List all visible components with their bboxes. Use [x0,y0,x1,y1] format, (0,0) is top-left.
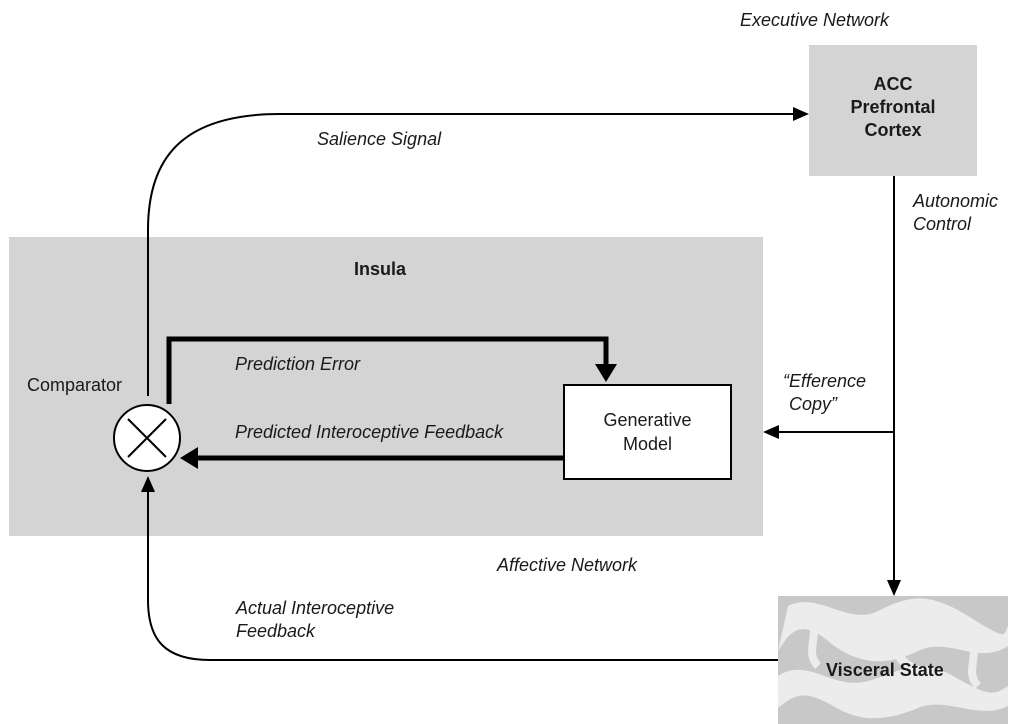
salience-arrowhead [793,107,809,121]
cortex-label: Cortex [864,120,922,140]
control-label: Control [913,214,972,234]
prediction-error-arrow [166,336,609,404]
predicted-feedback-label: Predicted Interoceptive Feedback [235,422,504,442]
visceral-state-texture [778,596,1008,724]
efference-arrowhead [763,425,779,439]
model-label: Model [622,434,673,454]
generative-label: Generative [603,410,692,430]
prefrontal-label: Prefrontal [850,97,936,117]
visceral-state-label: Visceral State [826,660,944,680]
predicted-feedback-arrowhead [180,447,198,469]
efference-label: “Efference [783,371,867,391]
actual-feedback-label: Actual Interoceptive [236,598,395,618]
acc-prefrontal-box [809,45,977,176]
actual-feedback-label-2: Feedback [236,621,316,641]
actual-feedback-arrow [147,490,778,661]
generative-model-box [563,384,732,480]
copy-label: Copy” [789,394,838,414]
insula-label: Insula [354,259,407,279]
autonomic-arrowhead [887,580,901,596]
actual-feedback-arrowhead [141,476,155,492]
salience-signal-arrow [147,113,805,396]
autonomic-label: Autonomic [913,191,999,211]
comparator-label: Comparator [27,375,123,395]
comparator-node [113,404,181,472]
salience-signal-label: Salience Signal [317,129,442,149]
affective-network-label: Affective Network [497,555,638,575]
prediction-error-label: Prediction Error [235,354,361,374]
executive-network-label: Executive Network [740,10,890,30]
prediction-error-arrowhead [595,364,617,382]
acc-label: ACC [873,74,913,94]
